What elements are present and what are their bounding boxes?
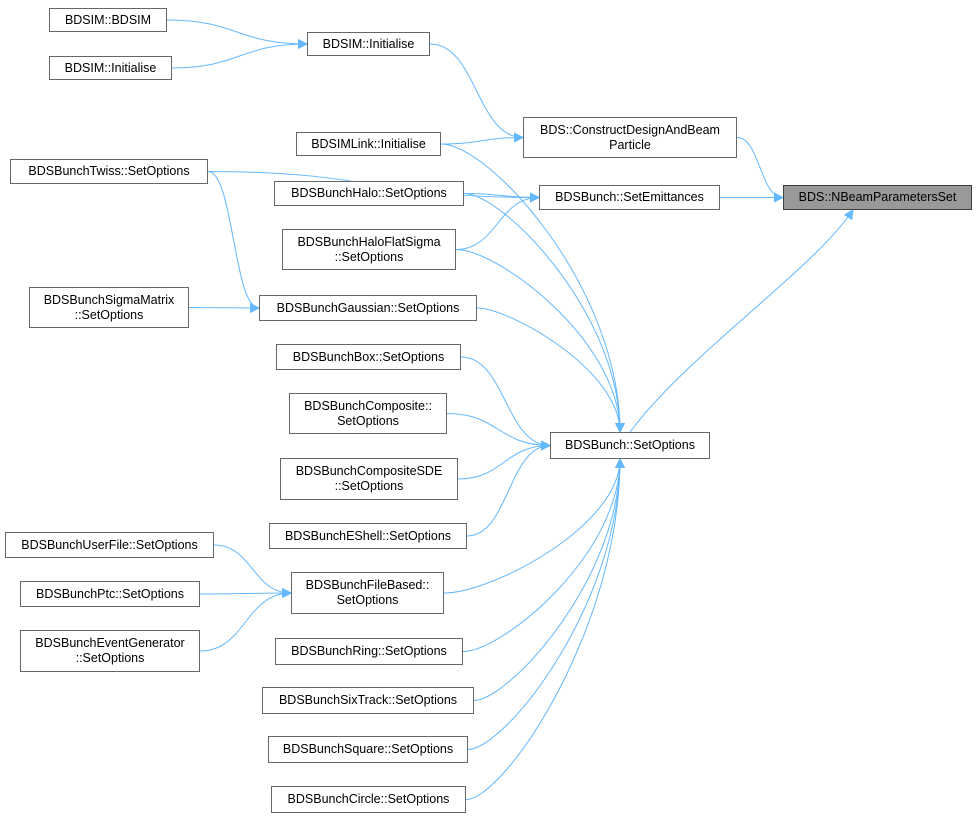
node-bunch-filebased-setoptions[interactable]: BDSBunchFileBased:: SetOptions (291, 572, 444, 614)
node-bunch-userfile-setoptions[interactable]: BDSBunchUserFile::SetOptions (5, 532, 214, 558)
node-bunch-eshell-setoptions[interactable]: BDSBunchEShell::SetOptions (269, 523, 467, 549)
node-label: BDSBunchHaloFlatSigma ::SetOptions (297, 234, 441, 264)
edge-square-to-bunch_setoptions (467, 458, 625, 750)
edge-bdsim_initialise_b-to-bdsim_initialise_a (171, 39, 308, 69)
node-label: BDSBunchSquare::SetOptions (282, 742, 454, 756)
node-label: BDSBunchComposite:: SetOptions (304, 398, 432, 428)
node-bunch-setoptions[interactable]: BDSBunch::SetOptions (550, 432, 710, 459)
edge-halo_flat_sigma-to-set_emittances (455, 192, 540, 250)
node-bunch-ptc-setoptions[interactable]: BDSBunchPtc::SetOptions (20, 581, 200, 607)
edge-bdsimlink_initialise-to-bunch_setoptions (440, 143, 625, 433)
node-label: BDS::ConstructDesignAndBeam Particle (540, 122, 720, 152)
node-bunch-composite-sde-setoptions[interactable]: BDSBunchCompositeSDE ::SetOptions (280, 458, 458, 500)
node-label: BDSBunchEShell::SetOptions (284, 528, 452, 543)
node-label: BDSBunchCircle::SetOptions (287, 792, 450, 806)
node-bunch-gaussian-setoptions[interactable]: BDSBunchGaussian::SetOptions (259, 295, 477, 321)
edge-sigma_matrix-to-gaussian (188, 302, 260, 313)
node-label: BDS::NBeamParametersSet (798, 190, 957, 204)
edge-filebased-to-bunch_setoptions (443, 458, 625, 594)
node-label: BDSIM::Initialise (322, 36, 415, 51)
node-bunch-composite-setoptions[interactable]: BDSBunchComposite:: SetOptions (289, 393, 447, 434)
edge-sixtrack-to-bunch_setoptions (473, 458, 625, 701)
edge-gaussian-to-bunch_setoptions (476, 307, 625, 433)
edge-eshell-to-bunch_setoptions (466, 440, 551, 537)
node-label: BDSBunchHalo::SetOptions (291, 186, 447, 200)
node-bunch-halo-flat-sigma-setoptions[interactable]: BDSBunchHaloFlatSigma ::SetOptions (282, 229, 456, 270)
edge-bdsimlink_initialise-to-construct_design (440, 132, 524, 145)
edge-event_generator-to-filebased (199, 588, 292, 652)
node-label: BDSBunchBox::SetOptions (292, 349, 445, 364)
node-bunch-circle-setoptions[interactable]: BDSBunchCircle::SetOptions (271, 786, 466, 813)
edge-twiss-to-gaussian (207, 171, 260, 313)
node-label: BDSBunchRing::SetOptions (291, 644, 447, 658)
edge-layer (166, 19, 854, 800)
node-label: BDSBunchUserFile::SetOptions (21, 537, 198, 552)
node-label: BDSBunch::SetOptions (565, 438, 695, 452)
node-label: BDSBunchSixTrack::SetOptions (278, 693, 458, 707)
edge-circle-to-bunch_setoptions (465, 458, 625, 800)
edge-halo-to-bunch_setoptions (463, 193, 625, 433)
node-bdsimlink-initialise[interactable]: BDSIMLink::Initialise (296, 132, 441, 156)
edge-userfile-to-filebased (213, 544, 292, 598)
node-bunch-sigma-matrix-setoptions[interactable]: BDSBunchSigmaMatrix ::SetOptions (29, 287, 189, 328)
node-bdsim-bdsim[interactable]: BDSIM::BDSIM (49, 8, 167, 32)
node-bunch-square-setoptions[interactable]: BDSBunchSquare::SetOptions (268, 736, 468, 763)
node-label: BDSBunchFileBased:: SetOptions (305, 578, 430, 607)
node-label: BDSBunch::SetEmittances (555, 190, 704, 204)
edge-halo-to-set_emittances (463, 192, 540, 203)
node-label: BDSIMLink::Initialise (311, 136, 426, 151)
node-label: BDSBunchCompositeSDE ::SetOptions (295, 464, 443, 493)
node-label: BDSBunchSigmaMatrix ::SetOptions (43, 292, 175, 322)
node-nbeam-parameters-set: BDS::NBeamParametersSet (783, 185, 972, 210)
edge-construct_design-to-target (736, 137, 784, 203)
node-bdsim-initialise-caller[interactable]: BDSIM::Initialise (49, 56, 172, 80)
edge-bdsim_bdsim-to-bdsim_initialise_a (166, 19, 308, 49)
node-construct-design-and-beam-particle[interactable]: BDS::ConstructDesignAndBeam Particle (523, 117, 737, 158)
node-label: BDSIM::BDSIM (64, 12, 152, 27)
node-label: BDSBunchPtc::SetOptions (36, 586, 184, 601)
edge-ring-to-bunch_setoptions (462, 458, 625, 652)
node-label: BDSIM::Initialise (64, 60, 157, 75)
node-bunch-halo-setoptions[interactable]: BDSBunchHalo::SetOptions (274, 181, 464, 206)
edge-composite-to-bunch_setoptions (446, 413, 551, 451)
node-label: BDSBunchGaussian::SetOptions (276, 300, 460, 315)
node-bunch-box-setoptions[interactable]: BDSBunchBox::SetOptions (276, 344, 461, 370)
node-bunch-sixtrack-setoptions[interactable]: BDSBunchSixTrack::SetOptions (262, 687, 474, 714)
edge-bunch_setoptions-to-target (629, 209, 854, 433)
node-bunch-ring-setoptions[interactable]: BDSBunchRing::SetOptions (275, 638, 463, 665)
edge-composite_sde-to-bunch_setoptions (457, 440, 551, 480)
edge-ptc-to-filebased (199, 588, 292, 599)
node-bunch-twiss-setoptions[interactable]: BDSBunchTwiss::SetOptions (10, 159, 208, 184)
edge-box-to-bunch_setoptions (460, 356, 551, 451)
node-bdsim-initialise[interactable]: BDSIM::Initialise (307, 32, 430, 56)
node-bunch-event-generator-setoptions[interactable]: BDSBunchEventGenerator ::SetOptions (20, 630, 200, 672)
edge-halo_flat_sigma-to-bunch_setoptions (455, 249, 625, 433)
node-bunch-set-emittances[interactable]: BDSBunch::SetEmittances (539, 185, 720, 210)
edge-bdsim_initialise_a-to-construct_design (429, 43, 524, 143)
node-label: BDSBunchEventGenerator ::SetOptions (35, 636, 185, 665)
node-label: BDSBunchTwiss::SetOptions (28, 164, 190, 178)
